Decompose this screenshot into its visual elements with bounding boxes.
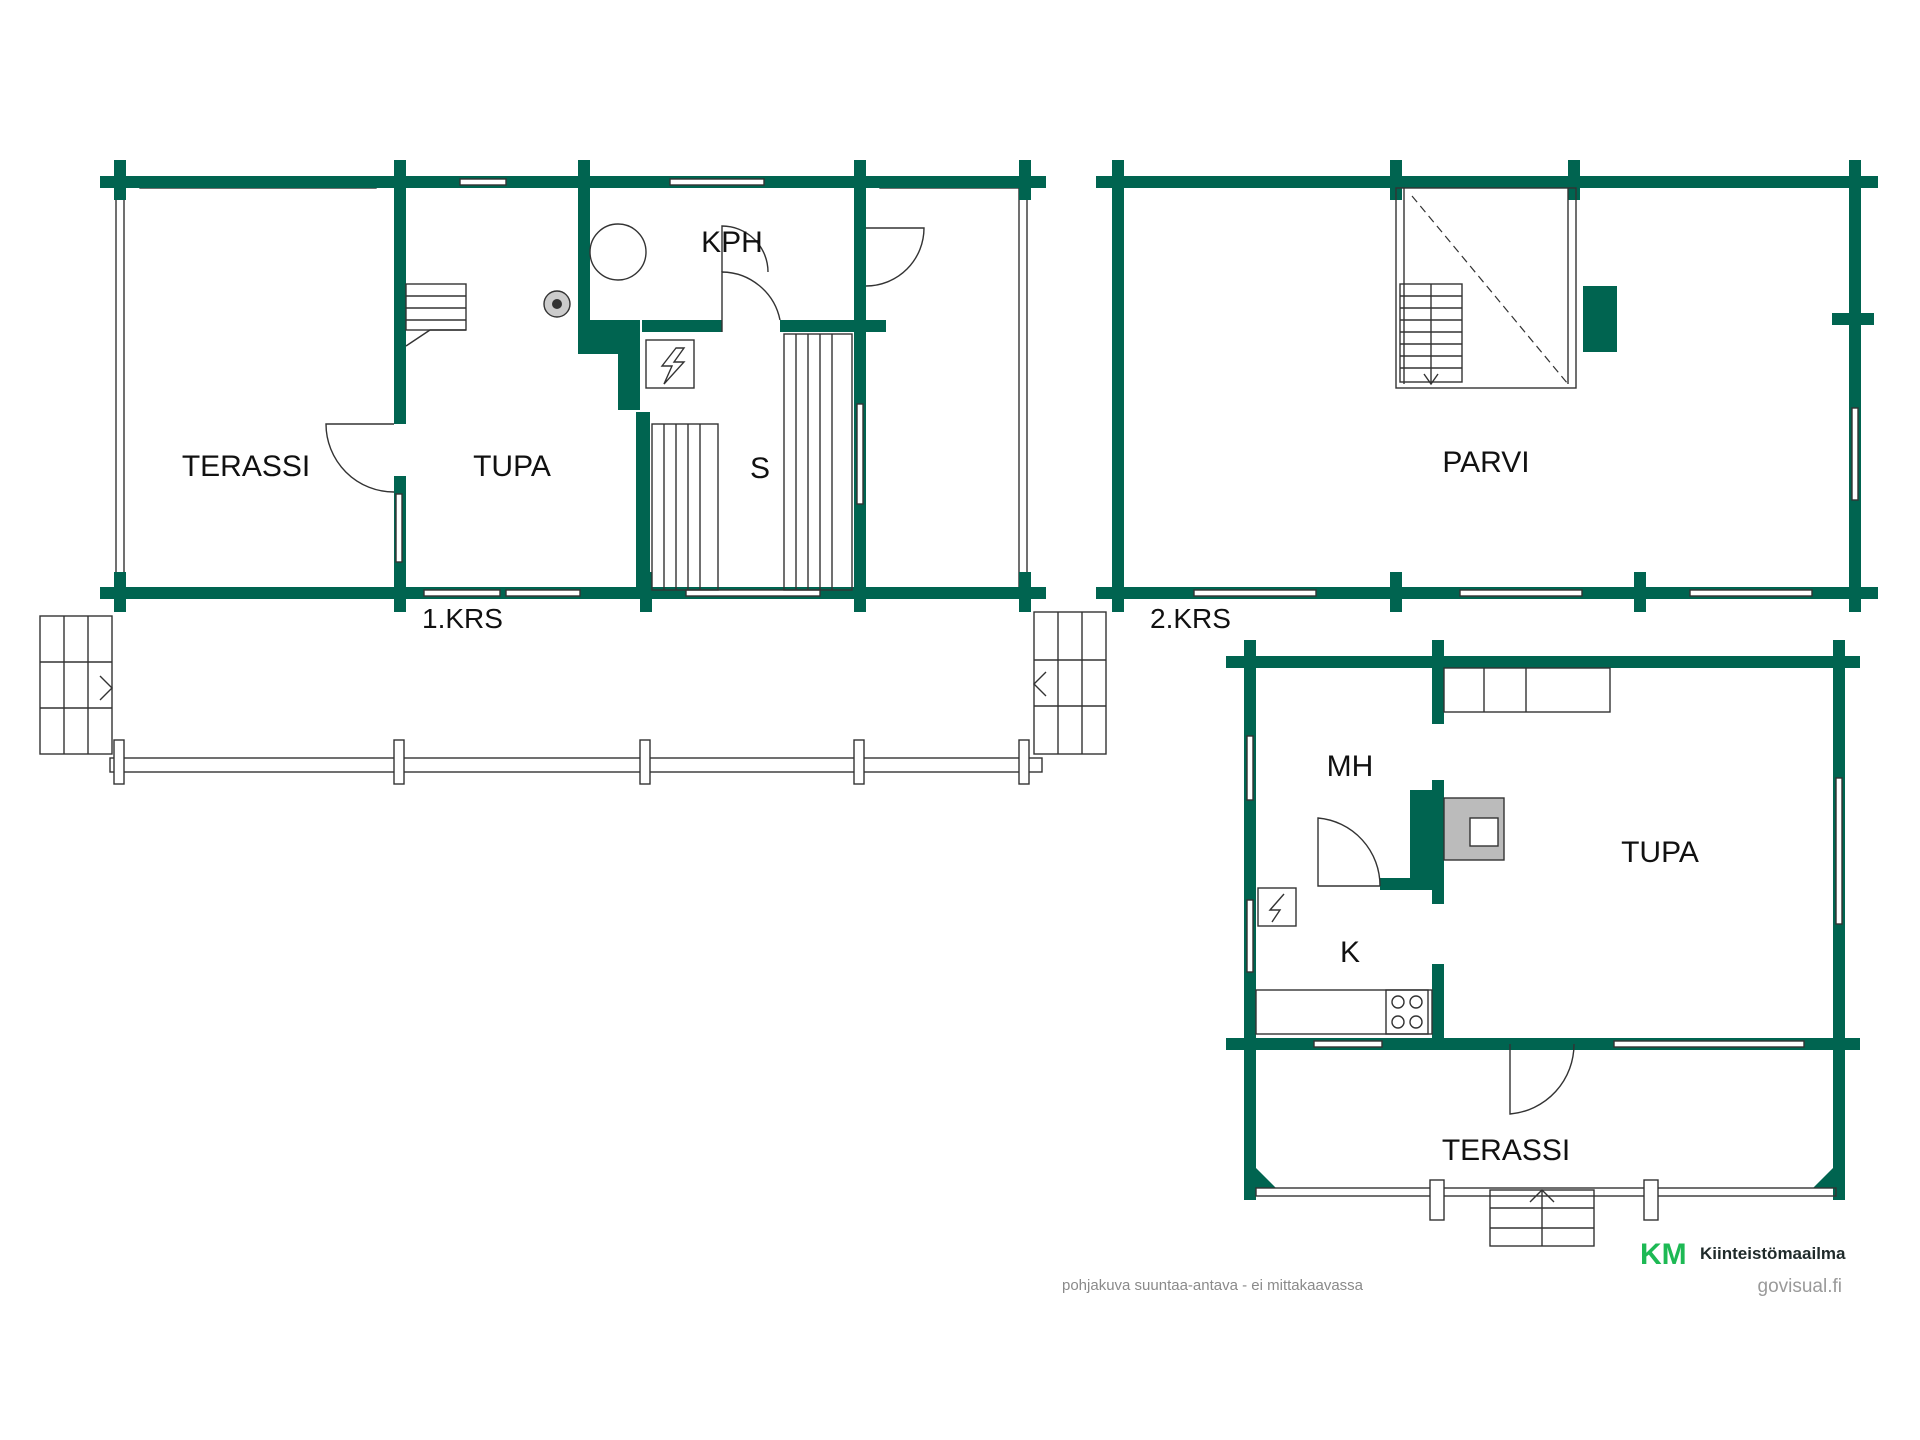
floor-label-1krs: 1.KRS — [422, 603, 503, 634]
room-label-terassi-cottage: TERASSI — [1442, 1134, 1570, 1167]
room-label-tupa-1krs: TUPA — [473, 450, 551, 483]
wardrobe — [1443, 667, 1611, 713]
floor-plan-cottage: MH TUPA K TERASSI — [1226, 640, 1860, 1247]
doors-1krs — [325, 225, 925, 493]
floor-plan-1krs: TERASSI TUPA KPH S 1.KRS — [39, 160, 1107, 785]
terrace-steps-right — [1033, 611, 1107, 755]
brand-mark: KM — [1640, 1238, 1687, 1271]
floor-plan-2krs: PARVI 2.KRS — [1096, 160, 1878, 634]
credit-text: govisual.fi — [1758, 1276, 1843, 1297]
walls-2krs — [1096, 160, 1878, 612]
room-label-kph: KPH — [701, 226, 763, 259]
terrace-outline-cottage — [1255, 1179, 1837, 1247]
windows-2krs — [1193, 407, 1859, 597]
windows-1krs — [395, 178, 864, 597]
stair-1krs — [405, 283, 467, 347]
doors-cottage — [1317, 817, 1575, 1115]
room-label-mh: MH — [1327, 750, 1374, 783]
room-label-tupa-cottage: TUPA — [1621, 836, 1699, 869]
brand-logo: KM Kiinteistömaailma — [1640, 1238, 1846, 1271]
brand-name: Kiinteistömaailma — [1700, 1244, 1846, 1263]
walls-cottage — [1226, 640, 1860, 1200]
sauna-benches — [651, 333, 853, 591]
drain-icon — [543, 290, 571, 318]
floor-label-2krs: 2.KRS — [1150, 603, 1231, 634]
room-label-terassi-1krs: TERASSI — [182, 450, 310, 483]
electric-panel-icon — [1257, 887, 1297, 927]
terrace-steps-left — [39, 615, 113, 755]
sauna-stove-icon — [645, 339, 695, 389]
washbasin-icon — [589, 223, 647, 281]
room-label-parvi: PARVI — [1442, 446, 1529, 479]
room-label-sauna: S — [750, 452, 770, 485]
disclaimer-note: pohjakuva suuntaa-antava - ei mittakaava… — [1062, 1277, 1364, 1294]
fireplace-icon — [1443, 797, 1505, 861]
stair-opening-2krs — [1395, 187, 1577, 389]
windows-cottage — [1246, 735, 1843, 1048]
room-label-k: K — [1340, 936, 1360, 969]
kitchen-counter — [1255, 989, 1433, 1035]
